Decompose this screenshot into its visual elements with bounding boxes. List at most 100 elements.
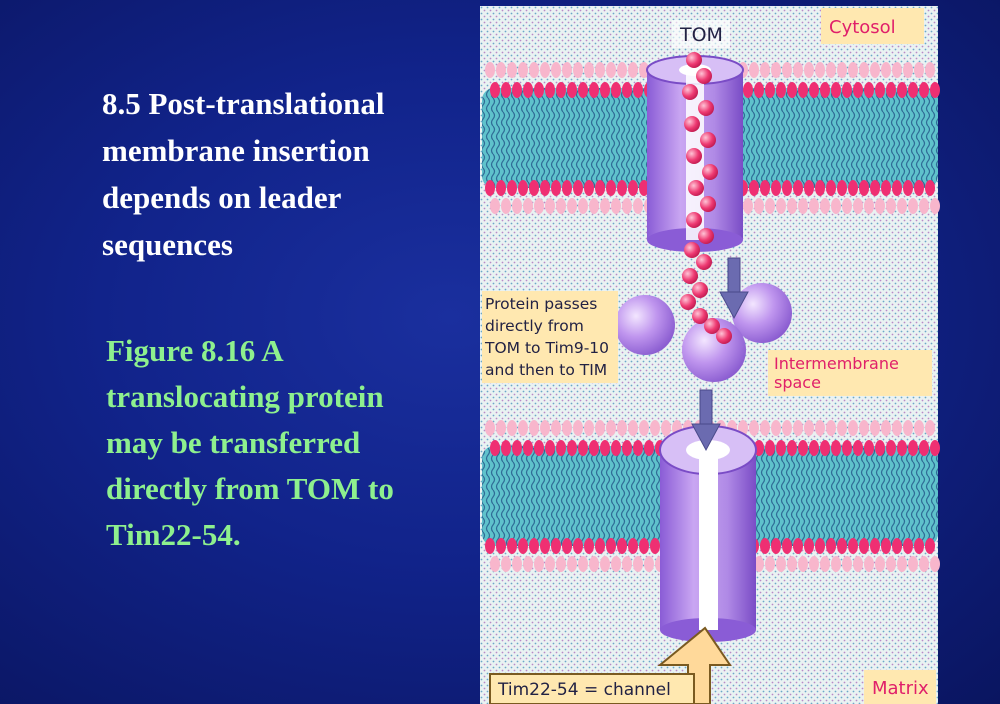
- lipid-head: [892, 538, 902, 554]
- lipid-head: [853, 198, 863, 214]
- lipid-head: [633, 556, 643, 572]
- lipid-head: [908, 198, 918, 214]
- lipid-head: [897, 82, 907, 98]
- lipid-head: [578, 198, 588, 214]
- lipid-head: [485, 62, 495, 78]
- lipid-head: [820, 556, 830, 572]
- lipid-head: [853, 82, 863, 98]
- lipid-head: [534, 440, 544, 456]
- lipid-head: [617, 62, 627, 78]
- lipid-head: [842, 198, 852, 214]
- lipid-head: [507, 62, 517, 78]
- lipid-head: [512, 82, 522, 98]
- lipid-head: [820, 198, 830, 214]
- lipid-head: [930, 82, 940, 98]
- lipid-head: [518, 62, 528, 78]
- lipid-head: [760, 180, 770, 196]
- label-matrix: Matrix: [864, 670, 936, 704]
- lipid-head: [870, 538, 880, 554]
- lipid-head: [837, 180, 847, 196]
- lipid-head: [545, 198, 555, 214]
- lipid-head: [562, 538, 572, 554]
- lipid-head: [804, 62, 814, 78]
- lipid-head: [633, 82, 643, 98]
- lipid-head: [501, 440, 511, 456]
- lipid-head: [749, 62, 759, 78]
- amino-acid-bead: [696, 254, 712, 270]
- lipid-head: [523, 440, 533, 456]
- lipid-head: [639, 180, 649, 196]
- lipid-head: [809, 440, 819, 456]
- lipid-head: [606, 180, 616, 196]
- lipid-head: [853, 556, 863, 572]
- lipid-head: [804, 420, 814, 436]
- lipid-head: [782, 180, 792, 196]
- lipid-head: [617, 420, 627, 436]
- svg-text:TOM to Tim9-10: TOM to Tim9-10: [484, 339, 609, 357]
- lipid-head: [600, 440, 610, 456]
- svg-text:TOM: TOM: [679, 24, 723, 46]
- lipid-head: [518, 420, 528, 436]
- lipid-head: [859, 538, 869, 554]
- lipid-head: [881, 420, 891, 436]
- svg-text:space: space: [774, 373, 821, 392]
- lipid-head: [606, 62, 616, 78]
- down-arrow-icon: [719, 257, 749, 320]
- lipid-head: [864, 556, 874, 572]
- slide-title: 8.5 Post-translational membrane insertio…: [102, 86, 385, 262]
- lipid-head: [831, 440, 841, 456]
- lipid-head: [815, 62, 825, 78]
- lipid-head: [540, 420, 550, 436]
- lipid-head: [793, 420, 803, 436]
- lipid-head: [897, 556, 907, 572]
- lipid-head: [551, 62, 561, 78]
- lipid-head: [551, 180, 561, 196]
- lipid-head: [864, 440, 874, 456]
- lipid-head: [908, 440, 918, 456]
- figure-caption: Figure 8.16 A translocating protein may …: [106, 333, 394, 552]
- svg-text:and then to TIM: and then to TIM: [485, 361, 607, 379]
- lipid-head: [754, 82, 764, 98]
- lipid-head: [639, 538, 649, 554]
- lipid-head: [589, 198, 599, 214]
- lipid-head: [903, 62, 913, 78]
- lipid-head: [584, 538, 594, 554]
- amino-acid-bead: [700, 132, 716, 148]
- lipid-head: [776, 440, 786, 456]
- lipid-head: [485, 180, 495, 196]
- lipid-head: [743, 82, 753, 98]
- lipid-head: [914, 538, 924, 554]
- lipid-head: [848, 538, 858, 554]
- lipid-head: [848, 180, 858, 196]
- lipid-head: [754, 556, 764, 572]
- svg-text:Matrix: Matrix: [872, 678, 929, 699]
- lipid-head: [771, 180, 781, 196]
- lipid-head: [875, 198, 885, 214]
- lipid-head: [853, 440, 863, 456]
- lipid-head: [782, 538, 792, 554]
- lipid-head: [809, 198, 819, 214]
- lipid-head: [595, 538, 605, 554]
- lipid-head: [930, 198, 940, 214]
- lipid-head: [875, 556, 885, 572]
- lipid-head: [606, 538, 616, 554]
- lipid-head: [787, 82, 797, 98]
- lipid-head: [771, 62, 781, 78]
- lipid-head: [919, 440, 929, 456]
- lipid-head: [490, 198, 500, 214]
- lipid-head: [584, 420, 594, 436]
- lipid-head: [793, 180, 803, 196]
- lipid-head: [628, 180, 638, 196]
- lipid-head: [765, 440, 775, 456]
- amino-acid-bead: [700, 196, 716, 212]
- lipid-head: [919, 556, 929, 572]
- lipid-head: [644, 440, 654, 456]
- lipid-head: [925, 180, 935, 196]
- lipid-head: [870, 62, 880, 78]
- lipid-head: [573, 180, 583, 196]
- lipid-head: [496, 180, 506, 196]
- lipid-head: [837, 62, 847, 78]
- lipid-head: [490, 556, 500, 572]
- lipid-head: [776, 82, 786, 98]
